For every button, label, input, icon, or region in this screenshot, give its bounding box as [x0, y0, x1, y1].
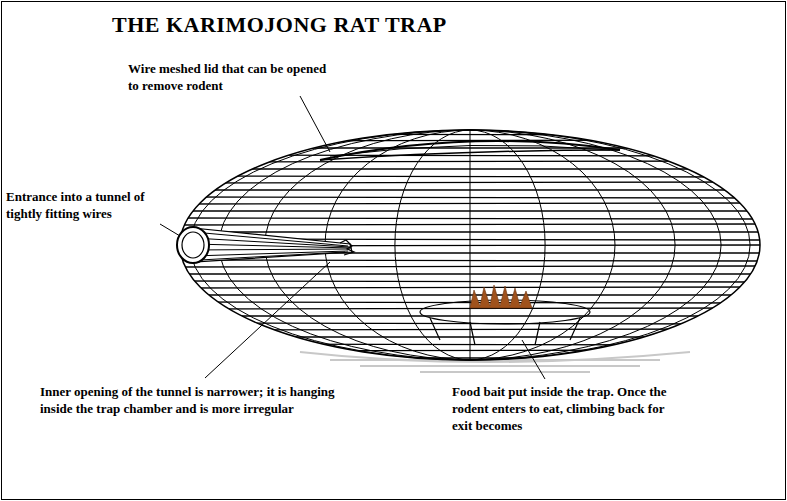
callout-label: Wire meshed lid that can be opened to re…	[128, 60, 333, 94]
ground-shadow	[300, 352, 690, 372]
wire-lid	[320, 141, 620, 160]
callout-label: Entrance into a tunnel of tightly fittin…	[6, 188, 168, 222]
diagram-title: THE KARIMOJONG RAT TRAP	[112, 12, 447, 38]
vertical-wires	[190, 130, 750, 360]
leader-lines	[160, 96, 545, 379]
callout-label: Food bait put inside the trap. Once the …	[452, 383, 672, 434]
trap-body-outline	[180, 130, 760, 360]
entrance-tunnel	[177, 227, 354, 263]
food-bait	[470, 285, 532, 308]
callout-label: Inner opening of the tunnel is narrower;…	[40, 383, 350, 417]
